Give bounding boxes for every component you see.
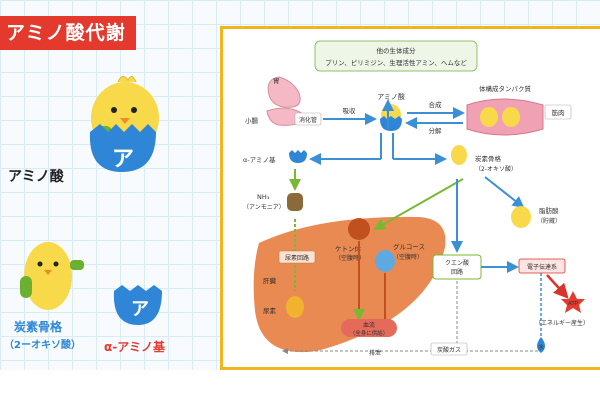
carbon-skeleton-chick [451, 145, 467, 165]
decomposition-label: 分解 [429, 126, 443, 135]
bottom-strip [0, 370, 600, 400]
muscle-label: 筋肉 [552, 108, 565, 117]
blood-sub-label: （全身に供給） [350, 329, 389, 337]
glucose-sub-label: （空腹時） [393, 253, 423, 261]
liver-label: 肝臓 [263, 276, 277, 285]
water-drop [537, 337, 545, 353]
carbon-skeleton-label: 炭素骨格 [14, 320, 63, 334]
synthesis-label: 合成 [429, 100, 443, 109]
egg-shell [89, 124, 156, 172]
metabolism-diagram: 他の生体成分 プリン、ピリミジン、生理活性アミン、ヘムなど 胃 小腸 消化管 吸… [220, 26, 600, 370]
ketone-sub-label: （空腹時） [335, 254, 365, 262]
alpha-amino-character: ア [113, 285, 162, 325]
absorption-label: 吸収 [343, 107, 357, 115]
co2-label: 炭酸ガス [437, 346, 461, 354]
other-components-box [314, 40, 478, 72]
digestive-tract-label: 消化管 [299, 116, 317, 124]
fatty-acid-chick [511, 206, 531, 228]
ketone-character [348, 218, 370, 240]
glucose-label: グルコース [393, 242, 425, 251]
other-components-items: プリン、ピリミジン、生理活性アミン、ヘムなど [325, 58, 467, 67]
energy-label: （エネルギー産生） [535, 319, 589, 327]
small-intestine-label: 小腸 [245, 116, 259, 125]
blood-vessel [341, 319, 397, 337]
glucose-character [375, 250, 395, 272]
carbon-skeleton-node-sub: （2-オキソ酸） [475, 165, 517, 173]
shell-badge: ア [112, 147, 134, 172]
storage-label: （貯蔵） [537, 217, 561, 225]
nh3-label: NH₃ [257, 193, 270, 201]
urea-cycle-label: 尿素回路 [285, 254, 309, 262]
citric-cycle-label: クエン酸 [445, 259, 469, 267]
alpha-amino-group-label: α-アミノ基 [243, 155, 276, 164]
atp-label: ATP [568, 301, 579, 307]
chick-tuft [117, 76, 137, 83]
citric-cycle-label-2: 回路 [451, 268, 463, 276]
stomach-shape [267, 76, 301, 108]
amino-acid-character: ア [89, 76, 159, 172]
fatty-acid-label: 脂肪酸 [539, 206, 559, 215]
alpha-amino-label: α-アミノ基 [104, 340, 165, 354]
amino-acid-node-label: アミノ酸 [377, 92, 405, 101]
urea-label: 尿素 [263, 306, 277, 315]
water-label: 水 [538, 343, 544, 351]
carbon-skeleton-sublabel: （2ーオキソ酸） [4, 340, 81, 351]
stomach-label: 胃 [273, 77, 280, 85]
carbon-skeleton-character [20, 242, 84, 310]
ketone-label: ケトン体 [335, 244, 362, 253]
body-protein-label: 体構成タンパク質 [479, 84, 532, 93]
ammonia-character [287, 193, 303, 211]
blood-label: 血流 [363, 321, 375, 329]
electron-transport-label: 電子伝達系 [527, 263, 557, 271]
excretion-label: 排泄 [369, 349, 381, 357]
atp-star [561, 291, 585, 313]
svg-text:ア: ア [131, 299, 149, 320]
other-components-title: 他の生体成分 [377, 46, 417, 55]
page-title: アミノ酸代謝 [0, 16, 136, 50]
liver-shape [253, 216, 446, 353]
ammonia-label: （アンモニア） [243, 204, 285, 211]
amino-acid-label: アミノ酸 [8, 169, 64, 185]
urea-character [286, 296, 304, 318]
carbon-skeleton-node-label: 炭素骨格 [475, 154, 502, 163]
